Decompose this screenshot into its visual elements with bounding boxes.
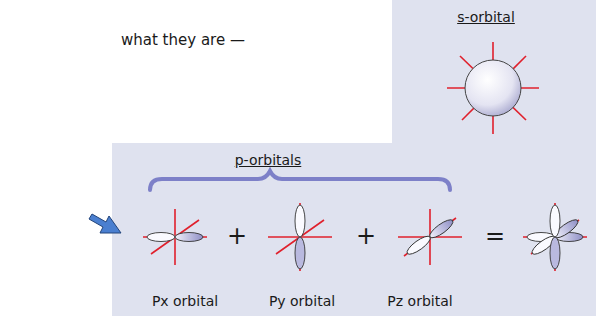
orbital-label: Py orbital [269,294,335,309]
brace [150,171,450,190]
px-orbital-figure [143,209,207,265]
section-heading: p-orbitals [235,153,302,168]
combined-orbital-figure [523,203,587,271]
orbital-label: Pz orbital [387,294,452,309]
intro-text: what they are — [121,32,245,49]
background-panel [112,0,596,316]
operator-sign: + [356,223,376,249]
operator-sign: + [227,223,247,249]
operator-sign: = [485,223,505,249]
orbital-label: Px orbital [152,294,218,309]
s-orbital-figure [447,42,539,134]
py-orbital-figure [268,203,332,271]
pointer-arrow [89,214,121,233]
section-heading: s-orbital [457,10,515,25]
pz-orbital-figure [398,209,462,265]
